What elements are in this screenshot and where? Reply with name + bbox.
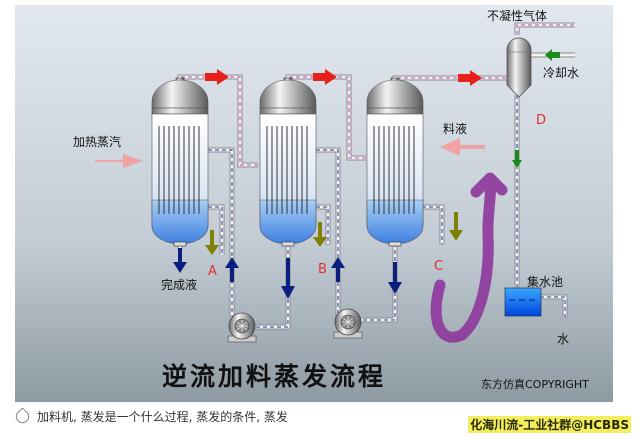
label-b: B — [318, 262, 327, 277]
label-non-condensable-gas: 不凝性气体 — [487, 8, 547, 23]
heating-steam-arrow — [95, 154, 143, 168]
evaporator-3 — [366, 77, 424, 247]
label-d: D — [536, 113, 546, 128]
label-water: 水 — [557, 332, 569, 346]
copyright-text: 东方仿真COPYRIGHT — [481, 377, 589, 391]
label-water-tank: 集水池 — [527, 274, 563, 289]
condensate-arrow-d — [512, 150, 522, 168]
watermark: 化海川流-工业社群@HCBBS — [468, 416, 631, 433]
evaporator-1 — [151, 77, 209, 247]
water-collection-tank — [504, 287, 542, 317]
evaporator-2 — [259, 77, 317, 247]
tag-icon — [13, 407, 32, 426]
pump-1 — [227, 312, 257, 343]
vapor-arrows — [205, 69, 482, 86]
liquid-arrows — [173, 248, 402, 299]
label-heating-steam: 加热蒸汽 — [73, 134, 121, 149]
tag-links[interactable]: 加料机, 蒸发是一个什么过程, 蒸发的条件, 蒸发 — [37, 410, 288, 424]
label-feed-liquor: 料液 — [443, 121, 467, 136]
feed-arrow — [440, 138, 485, 156]
condenser — [506, 37, 532, 98]
condensate-arrows — [205, 212, 463, 255]
tag-list: 加料机, 蒸发是一个什么过程, 蒸发的条件, 蒸发 — [13, 407, 288, 426]
cooling-water-arrow — [545, 49, 560, 61]
label-a: A — [208, 264, 217, 279]
diagram-title: 逆流加料蒸发流程 — [162, 362, 386, 391]
label-c: C — [434, 259, 443, 274]
label-cooling-water: 冷却水 — [543, 66, 579, 80]
pump-2 — [333, 308, 363, 339]
label-finished-liquor: 完成液 — [161, 277, 197, 292]
hand-drawn-arrow-annotation — [430, 172, 508, 343]
